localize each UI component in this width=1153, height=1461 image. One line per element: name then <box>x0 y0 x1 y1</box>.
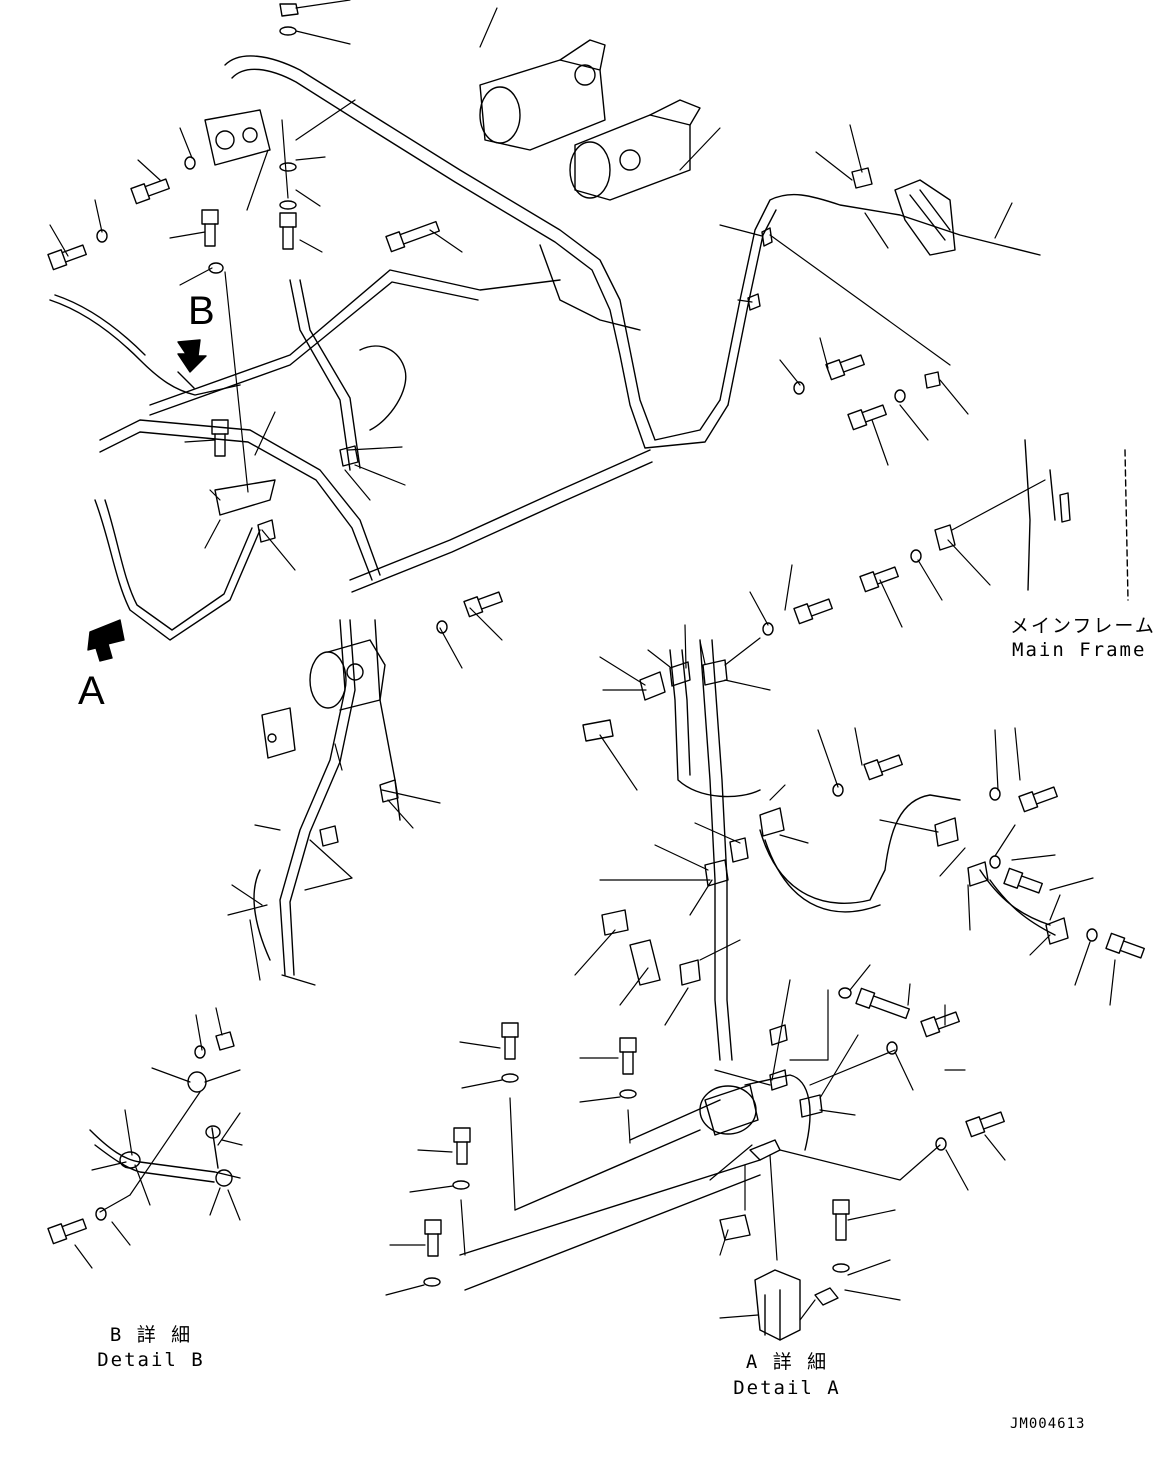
bolt <box>501 1022 519 1060</box>
bolt <box>1105 932 1145 959</box>
starter-motor-2 <box>569 99 701 201</box>
detail-a-assembly <box>459 1074 839 1341</box>
bolt <box>859 566 899 593</box>
bolt <box>201 209 219 247</box>
main-frame-outline <box>1024 439 1129 601</box>
harness-left-branch <box>49 269 561 641</box>
bolt <box>211 419 229 457</box>
bolt <box>424 1219 442 1257</box>
main-frame-label-jp: メインフレーム <box>1010 615 1153 637</box>
bolt <box>920 1011 960 1038</box>
view-a-label: A <box>78 669 105 713</box>
bolt <box>863 754 903 781</box>
bolt <box>47 1218 87 1245</box>
detail-b-assembly <box>89 1071 241 1187</box>
harness-right-vertical <box>669 639 1056 1061</box>
air-conditioner-compressor <box>309 639 386 711</box>
right-connector-cluster <box>894 179 956 256</box>
relay-box-top-left <box>204 109 271 166</box>
drawing-number: JM004613 <box>1010 1416 1086 1432</box>
bolt <box>793 598 833 625</box>
bolt <box>1018 786 1058 813</box>
harness-center-run <box>289 244 653 593</box>
leader-lines <box>49 0 1116 1321</box>
detail-a-caption-jp: A 詳 細 <box>745 1351 829 1373</box>
bolt <box>453 1127 471 1165</box>
bolt <box>855 987 910 1020</box>
bolt <box>463 591 503 618</box>
harness-lower-left <box>253 619 401 976</box>
detail-a-caption-en: Detail A <box>733 1377 841 1399</box>
bolt <box>965 1111 1005 1138</box>
clamp-group <box>214 227 1069 1118</box>
detail-b-caption-jp: B 詳 細 <box>109 1324 193 1346</box>
bolt-group <box>47 178 1145 1257</box>
bolt <box>47 244 87 271</box>
main-harness-upper <box>224 55 1041 449</box>
bolt <box>847 404 887 431</box>
bolt <box>279 212 297 250</box>
bolt <box>619 1037 637 1075</box>
bolt <box>832 1199 850 1241</box>
detail-b-caption-en: Detail B <box>97 1349 205 1371</box>
connector-bracket <box>261 707 296 759</box>
view-b-label: B <box>188 289 215 333</box>
bolt <box>130 178 170 205</box>
bolt <box>1003 867 1043 894</box>
washer-group <box>95 3 1098 1287</box>
arrow-a-icon <box>87 619 125 662</box>
arrow-b-icon <box>177 339 207 389</box>
main-frame-label-en: Main Frame <box>1012 639 1147 661</box>
bolt <box>825 354 865 381</box>
bolt <box>385 220 440 253</box>
starter-motor-1 <box>479 39 606 151</box>
